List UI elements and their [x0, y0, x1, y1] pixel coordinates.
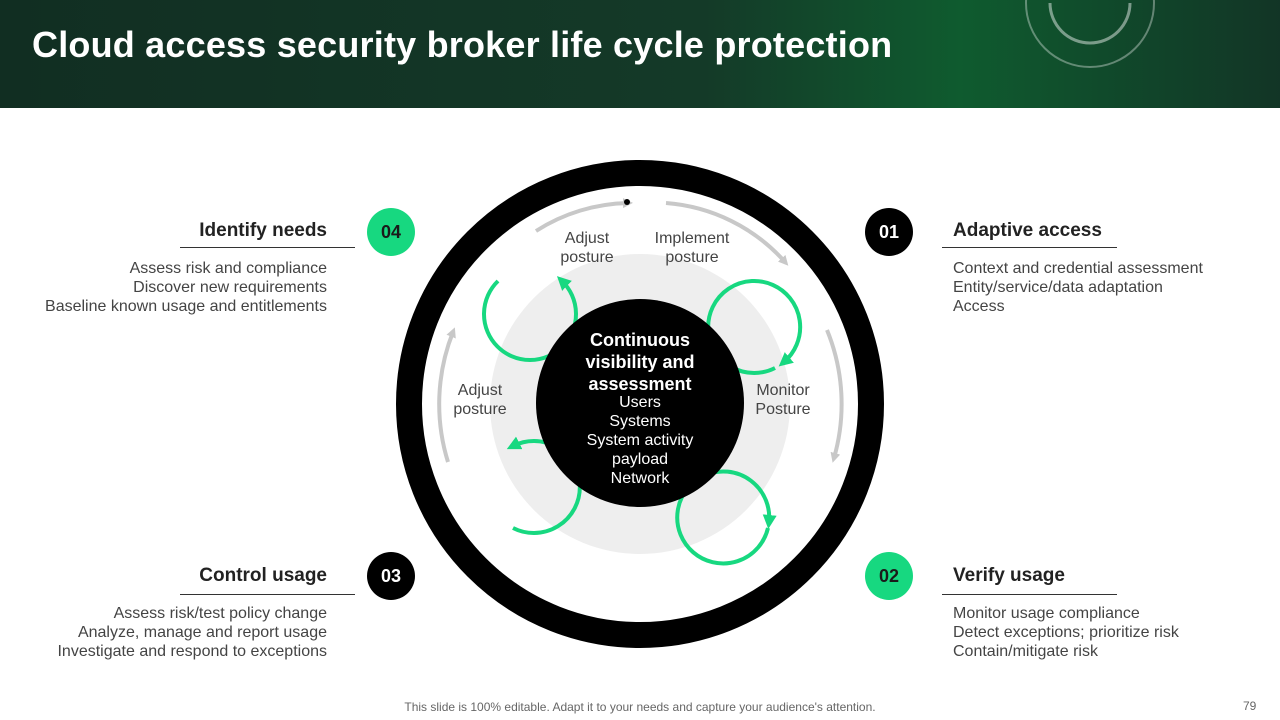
step-02-line-2: Detect exceptions; prioritize risk: [953, 624, 1179, 641]
step-04-line-1: Assess risk and compliance: [129, 260, 327, 277]
arc-label-left: Adjust posture: [453, 382, 507, 418]
step-01-badge: 01: [865, 208, 913, 256]
center-item-systems: Systems: [609, 413, 671, 430]
gray-arrow-right: [825, 329, 844, 463]
gray-arrow-top-right: [665, 201, 789, 266]
policy-label: Policy: [617, 211, 664, 229]
svg-text:Policy: Policy: [617, 211, 664, 229]
step-03-badge: 03: [367, 552, 415, 600]
compliance-label: Compliance: [596, 592, 684, 613]
center-item-users: Users: [619, 394, 661, 411]
center-item-network: Network: [610, 470, 670, 487]
outer-ring: [396, 160, 884, 648]
step-03-line-3: Investigate and respond to exceptions: [57, 643, 327, 660]
svg-text:Compliance: Compliance: [596, 592, 684, 613]
step-02-title: Verify usage: [953, 565, 1065, 586]
center-item-payload: payload: [611, 451, 669, 468]
step-01-line-3: Access: [953, 298, 1005, 315]
center-items: Users Systems System activity payload Ne…: [560, 393, 720, 488]
center-item-system-activity: System activity: [586, 432, 694, 449]
step-03-lines: Assess risk/test policy change Analyze, …: [57, 604, 327, 661]
footer-note: This slide is 100% editable. Adapt it to…: [404, 700, 876, 714]
step-02-line-3: Contain/mitigate risk: [953, 643, 1098, 660]
step-02-badge: 02: [865, 552, 913, 600]
step-03-rule: [180, 594, 355, 595]
arc-label-top-right: Implement posture: [654, 230, 730, 266]
green-arrow-upper-left: [482, 276, 578, 362]
arc-junction-dot: [624, 199, 630, 205]
step-01-rule: [942, 247, 1117, 248]
step-04-badge: 04: [367, 208, 415, 256]
arc-label-right: Monitor Posture: [755, 382, 811, 418]
step-01-line-1: Context and credential assessment: [953, 260, 1203, 277]
slide-header: Cloud access security broker life cycle …: [0, 0, 1280, 108]
green-arrow-lower-right: [675, 469, 777, 566]
step-01-title: Adaptive access: [953, 220, 1102, 241]
step-04-line-3: Baseline known usage and entitlements: [45, 298, 327, 315]
slide-title: Cloud access security broker life cycle …: [32, 24, 893, 65]
step-02-lines: Monitor usage compliance Detect exceptio…: [953, 604, 1179, 661]
step-03-line-1: Assess risk/test policy change: [113, 605, 327, 622]
step-03-line-2: Analyze, manage and report usage: [77, 624, 327, 641]
center-black-disc: [536, 299, 744, 507]
step-01-line-2: Entity/service/data adaptation: [953, 279, 1163, 296]
step-04-rule: [180, 247, 355, 248]
gray-arrow-left: [437, 327, 456, 463]
arc-label-top-left: Adjust posture: [560, 230, 614, 266]
step-04-lines: Assess risk and compliance Discover new …: [45, 259, 327, 316]
gray-arrow-top-left: [534, 198, 633, 233]
center-title: Continuous visibility and assessment: [585, 330, 695, 394]
step-02-rule: [942, 594, 1117, 595]
step-04-line-2: Discover new requirements: [133, 279, 327, 296]
step-04-title: Identify needs: [199, 220, 327, 241]
step-03-title: Control usage: [199, 565, 327, 586]
decorative-circle-icon: [1025, 0, 1155, 68]
page-number: 79: [1243, 699, 1257, 713]
step-02-line-1: Monitor usage compliance: [953, 605, 1140, 622]
step-01-lines: Context and credential assessment Entity…: [953, 259, 1203, 316]
